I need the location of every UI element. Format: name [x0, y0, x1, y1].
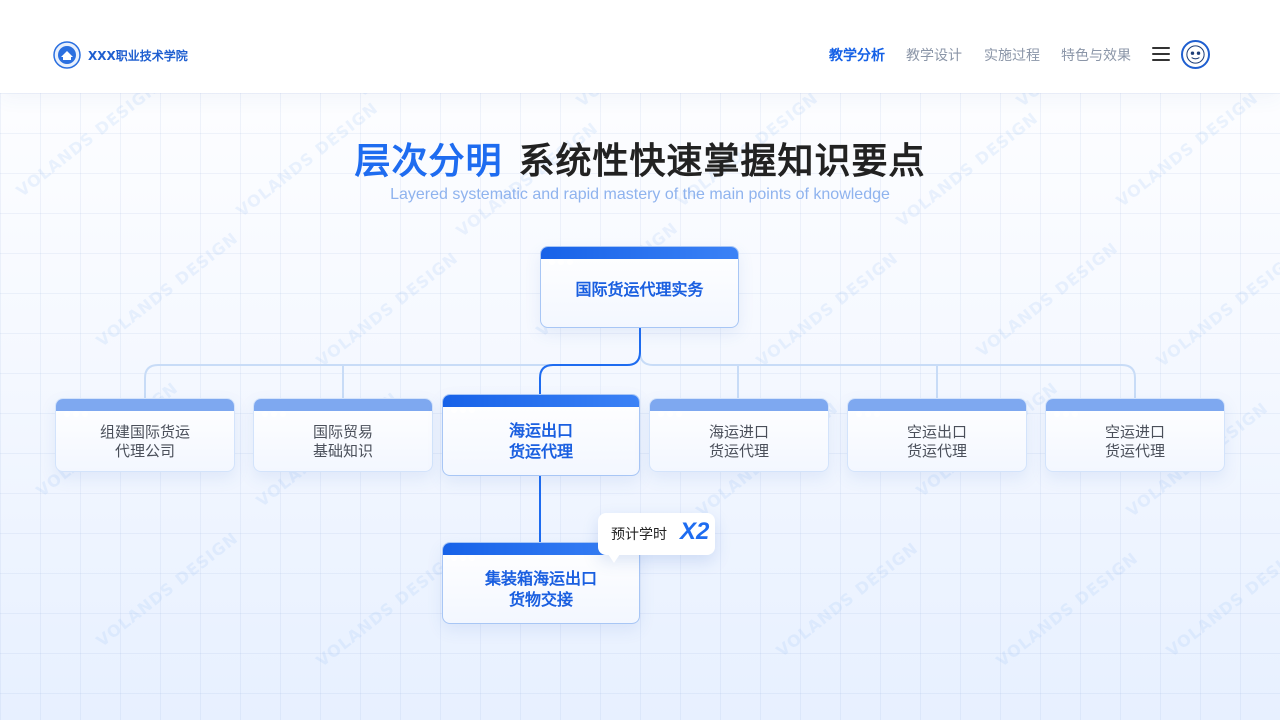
node-label-line2: 代理公司 — [114, 442, 175, 460]
node-label-line1: 集装箱海运出口 — [484, 569, 597, 588]
nav-teaching-analysis[interactable]: 教学分析 — [829, 48, 885, 64]
node-child-1[interactable]: 组建国际货运 代理公司 — [55, 398, 235, 472]
node-titlebar — [1046, 399, 1224, 417]
node-child-6[interactable]: 空运进口 货运代理 — [1045, 398, 1225, 472]
menu-icon[interactable] — [1152, 47, 1170, 61]
node-label-line1: 空运进口 — [1104, 423, 1165, 441]
node-label-line2: 货运代理 — [1104, 442, 1165, 460]
node-titlebar — [254, 399, 432, 417]
avatar[interactable] — [1181, 40, 1210, 69]
nav-features-effects[interactable]: 特色与效果 — [1061, 48, 1131, 64]
connector-right — [639, 328, 1136, 398]
node-child-3-highlight[interactable]: 海运出口 货运代理 — [442, 394, 640, 476]
connector-left — [144, 351, 641, 398]
title-accent: 层次分明 — [354, 141, 503, 182]
node-root-label: 国际货运代理实务 — [575, 280, 704, 299]
top-header: XXX职业技术学院 教学分析 教学设计 实施过程 特色与效果 — [0, 0, 1280, 93]
school-logo-icon — [53, 41, 81, 69]
node-label-line2: 货运代理 — [906, 442, 967, 460]
badge-multiplier: X2 — [680, 518, 710, 545]
title-main: 系统性快速掌握知识要点 — [518, 141, 926, 182]
school-name: XXX职业技术学院 — [88, 49, 188, 63]
page-title: 层次分明系统性快速掌握知识要点 — [0, 132, 1280, 184]
page-subtitle: Layered systematic and rapid mastery of … — [390, 186, 890, 203]
node-root[interactable]: 国际货运代理实务 — [540, 246, 739, 328]
node-label-line1: 海运进口 — [708, 423, 769, 441]
node-titlebar — [443, 543, 639, 561]
badge-text: 预计学时 — [611, 527, 667, 543]
node-titlebar — [650, 399, 828, 417]
node-label-line1: 海运出口 — [508, 421, 573, 440]
node-label-line2: 基础知识 — [312, 442, 373, 460]
nav-teaching-design[interactable]: 教学设计 — [906, 48, 962, 64]
connector-highlight — [539, 328, 641, 396]
node-titlebar — [848, 399, 1026, 417]
node-titlebar — [443, 395, 639, 413]
node-label-line1: 国际贸易 — [312, 423, 373, 441]
node-label-line2: 货运代理 — [708, 442, 769, 460]
node-label-line1: 组建国际货运 — [99, 423, 190, 441]
node-child-5[interactable]: 空运出口 货运代理 — [847, 398, 1027, 472]
node-label-line1: 空运出口 — [906, 423, 967, 441]
node-titlebar — [56, 399, 234, 417]
node-child-4[interactable]: 海运进口 货运代理 — [649, 398, 829, 472]
node-titlebar — [541, 247, 738, 265]
node-label-line2: 货物交接 — [508, 590, 573, 609]
node-label-line2: 货运代理 — [508, 442, 573, 461]
nav-implementation-process[interactable]: 实施过程 — [984, 48, 1040, 64]
node-leaf[interactable]: 集装箱海运出口 货物交接 — [442, 542, 640, 624]
study-hours-badge: 预计学时 X2 — [598, 513, 715, 563]
node-child-2[interactable]: 国际贸易 基础知识 — [253, 398, 433, 472]
